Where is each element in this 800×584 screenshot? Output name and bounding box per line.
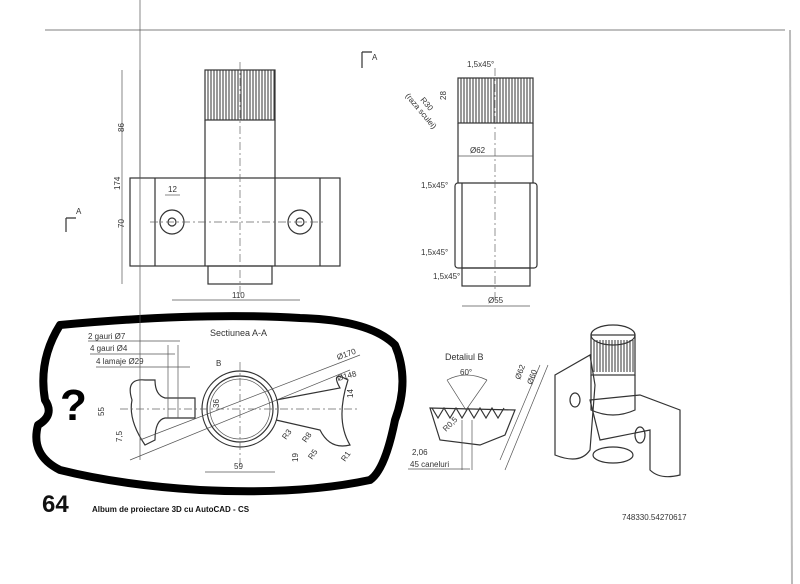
spline-teeth [431,406,505,420]
dim-14: 14 [346,389,355,398]
page-right-edge [789,29,793,584]
side-view: 1,5x45° 28 R30 (raza sculei) Ø62 1,5x45°… [403,60,538,307]
dim-59: 59 [234,462,243,471]
dim-19: 19 [291,453,300,462]
detail-b-title: Detaliul B [445,352,484,362]
holes-4-label: 4 gauri Ø4 [90,344,128,353]
dim-36: 36 [212,399,221,408]
section-mark-left: A [76,207,82,216]
pitch-value: 2,06 [412,448,428,457]
dim-174: 174 [113,176,122,190]
clamp-jaw-left [554,354,596,460]
radius-r1: R1 [339,449,353,463]
hand-drawn-outline [32,312,407,496]
dim-110: 110 [232,291,245,300]
dim-7-5: 7,5 [115,430,124,442]
radius-r3: R3 [280,427,294,441]
dim-70: 70 [117,219,126,228]
dim-12: 12 [168,185,177,194]
knurled-head [457,77,534,124]
chamfer-2-label: 1,5x45° [421,248,448,257]
detail-b-profile [429,407,516,446]
question-mark: ? [60,381,87,430]
isometric-view [554,324,681,478]
counterbore-label: 4 lamaje Ø29 [96,357,144,366]
knurl-pattern [207,70,275,120]
dim-28: 28 [439,91,448,100]
dim-55: 55 [97,407,106,416]
section-mark-top: A [372,53,378,62]
section-a-a: Sectiunea A-A 2 gauri Ø7 4 gauri Ø4 4 la… [88,0,361,473]
knurl-pattern [460,78,531,123]
angle-60: 60° [460,368,472,377]
radius-r05: R0,5 [441,415,460,434]
detail-b-mark: B [216,359,221,368]
grooves-count: 45 caneluri [410,460,449,469]
page-number: 64 [42,491,69,518]
body-collar [454,182,538,269]
book-title: Album de proiectare 3D cu AutoCAD - CS [92,505,250,514]
radius-r5: R5 [306,447,320,461]
drawing-code: 748330.54270617 [622,513,687,522]
section-title: Sectiunea A-A [210,328,267,338]
dim-dia60: Ø60 [525,368,539,386]
clamp-section-right [275,375,351,447]
chamfer-1-label: 1,5x45° [421,181,448,190]
chamfer-3-label: 1,5x45° [433,272,460,281]
dim-dia55: Ø55 [488,296,504,305]
chamfer-top-label: 1,5x45° [467,60,494,69]
front-view: 174 86 70 12 110 A A [65,51,378,301]
radius-note: (raza sculei) [403,92,438,131]
radius-r8: R8 [300,430,314,444]
detail-b: Detaliul B 60° Ø62 Ø60 R0,5 2,06 45 cane… [408,352,549,471]
dim-dia62: Ø62 [470,146,486,155]
dim-dia148: Ø148 [336,369,358,383]
holes-7-label: 2 gauri Ø7 [88,332,126,341]
clamp-section-left [129,379,196,446]
clamp-jaw-right [589,394,681,478]
dim-dia170: Ø170 [336,347,358,362]
dim-86: 86 [117,123,126,132]
dim-dia62-detail: Ø62 [513,363,527,381]
